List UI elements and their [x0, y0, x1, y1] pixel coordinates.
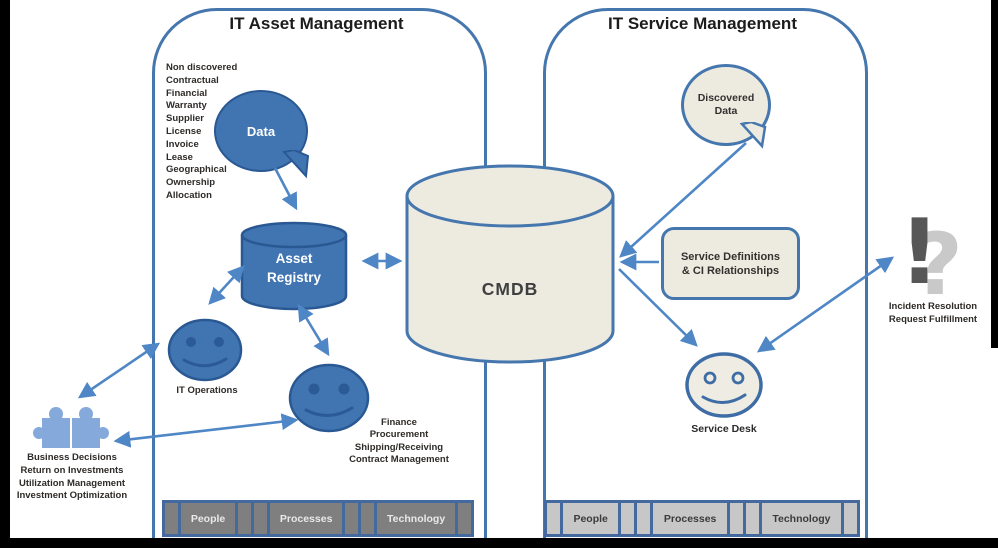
- bar-spacer-cell: [455, 503, 471, 534]
- asset-registry-line: Registry: [266, 270, 322, 285]
- service-desk-label: Service Desk: [691, 423, 757, 435]
- service-definitions-box: Service Definitions & CI Relationships: [661, 227, 800, 300]
- attribute-item: Ownership: [166, 177, 216, 189]
- asset-registry-label: Asset Registry: [240, 249, 348, 287]
- attribute-item: License: [166, 125, 202, 137]
- bottom-edge-bar: [0, 538, 998, 548]
- attribute-item: Supplier: [166, 113, 205, 125]
- attribute-item: Non discovered: [166, 62, 238, 73]
- cmdb-label: CMDB: [481, 279, 539, 299]
- attribute-item: Invoice: [166, 138, 199, 150]
- data-bubble-tail: [282, 150, 310, 179]
- asset-registry-line: Asset: [275, 251, 313, 266]
- exclamation-mark-glyph: !: [899, 200, 941, 305]
- service-definitions-line: Service Definitions: [680, 250, 781, 263]
- attribute-item: Lease: [166, 151, 193, 163]
- puzzle-icon: [33, 407, 109, 448]
- business-outcomes-list: Business Decisions Return on Investments…: [6, 452, 138, 503]
- bar-spacer-cell: [165, 503, 178, 534]
- business-outcome: Investment Optimization: [16, 490, 128, 502]
- finance-line: Shipping/Receiving: [354, 441, 444, 453]
- data-bubble-label: Data: [246, 123, 276, 139]
- discovered-data-bubble-tail: [740, 122, 767, 149]
- finance-line: Finance: [381, 417, 417, 428]
- bar-spacer-cell: [634, 503, 651, 534]
- incident-outcome: Request Fulfillment: [888, 313, 978, 325]
- bar-spacer-cell: [618, 503, 635, 534]
- arrow-it-operations-business: [77, 342, 161, 399]
- bar-spacer-cell: [235, 503, 252, 534]
- asset-registry-cylinder: [240, 221, 348, 311]
- bar-spacer-cell: [358, 503, 375, 534]
- attribute-item: Financial: [166, 87, 208, 99]
- service-desk-smiley: [685, 352, 763, 418]
- foundation-technology: Technology: [374, 503, 455, 534]
- attribute-item: Geographical: [166, 164, 227, 176]
- attribute-item: Allocation: [166, 189, 212, 201]
- foundation-people: People: [560, 503, 619, 534]
- discovered-data-line: Discovered: [697, 92, 755, 104]
- service-panel-title: IT Service Management: [608, 14, 797, 33]
- left-edge-bar: [0, 0, 10, 548]
- question-mark-glyph: ?: [913, 215, 963, 315]
- finance-line: Contract Management: [349, 453, 449, 465]
- foundation-technology: Technology: [758, 503, 841, 534]
- bar-spacer-cell: [251, 503, 268, 534]
- attribute-item: Contractual: [166, 74, 219, 86]
- attribute-item: Warranty: [166, 100, 207, 112]
- business-outcome: Utilization Management: [18, 477, 126, 489]
- finance-line: Procurement: [369, 429, 429, 441]
- bar-spacer-cell: [840, 503, 857, 534]
- asset-foundation-bar: People Processes Technology: [162, 500, 474, 537]
- asset-data-attributes-list: Non discovered Contractual Financial War…: [166, 62, 278, 203]
- it-operations-label: IT Operations: [176, 385, 238, 396]
- bar-spacer-cell: [342, 503, 359, 534]
- data-bubble: Data: [214, 90, 308, 172]
- service-definitions-line: & CI Relationships: [681, 264, 780, 277]
- bar-spacer-cell: [726, 503, 743, 534]
- incident-glyph-group: ? !: [897, 206, 989, 316]
- bar-spacer-cell: [547, 503, 560, 534]
- finance-smiley: [288, 363, 370, 433]
- cmdb-cylinder: [405, 164, 615, 364]
- business-outcome: Business Decisions: [27, 452, 117, 463]
- finance-labels: Finance Procurement Shipping/Receiving C…: [344, 417, 454, 466]
- bar-spacer-cell: [742, 503, 759, 534]
- discovered-data-line: Data: [714, 105, 738, 117]
- it-operations-smiley: [167, 318, 243, 382]
- service-foundation-bar: People Processes Technology: [544, 500, 860, 537]
- foundation-people: People: [178, 503, 236, 534]
- foundation-processes: Processes: [650, 503, 727, 534]
- right-edge-bar: [991, 0, 998, 348]
- asset-panel-title: IT Asset Management: [229, 14, 404, 33]
- incident-outcome: Incident Resolution: [888, 301, 978, 312]
- incident-outcomes-list: Incident Resolution Request Fulfillment: [871, 301, 995, 326]
- foundation-processes: Processes: [267, 503, 343, 534]
- business-outcome: Return on Investments: [20, 464, 124, 476]
